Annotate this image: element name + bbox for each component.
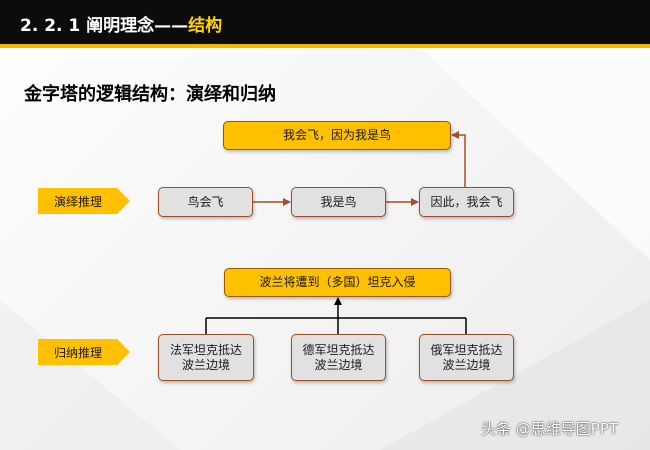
induction-fact-2-line1: 德军坦克抵达 [302,342,375,357]
induction-fact-2: 德军坦克抵达 波兰边境 [291,334,386,381]
section-title: 2. 2. 1 阐明理念——结构 [20,11,222,36]
induction-fact-2-line2: 波兰边境 [314,357,363,372]
induction-fact-3-line1: 俄军坦克抵达 [430,342,503,357]
section-title-highlight: 结构 [188,16,223,36]
induction-fact-3-line2: 波兰边境 [442,357,491,372]
induction-fact-1-line1: 法军坦克抵达 [169,342,242,357]
deduction-tag: 演绎推理 [38,188,130,214]
header-accent-stripe [0,44,650,48]
induction-conclusion-box: 波兰将遭到（多国）坦克入侵 [224,268,451,297]
slide-subtitle: 金字塔的逻辑结构：演绎和归纳 [24,84,276,105]
arrow-step3-to-conclusion [451,131,466,188]
induction-fact-1-line2: 波兰边境 [181,357,230,372]
deduction-step-3: 因此，我会飞 [419,187,514,217]
deduction-step-1: 鸟会飞 [158,187,253,217]
header-bar: 2. 2. 1 阐明理念——结构 [0,0,650,44]
watermark-text: 头条 @思维导图PPT [481,420,619,438]
induction-tag: 归纳推理 [38,339,130,365]
induction-fact-1: 法军坦克抵达 波兰边境 [158,334,254,381]
induction-fact-3: 俄军坦克抵达 波兰边境 [419,334,514,381]
deduction-conclusion-box: 我会飞，因为我是鸟 [223,121,451,150]
deduction-step-2: 我是鸟 [291,187,386,217]
section-title-prefix: 2. 2. 1 阐明理念—— [20,16,189,36]
